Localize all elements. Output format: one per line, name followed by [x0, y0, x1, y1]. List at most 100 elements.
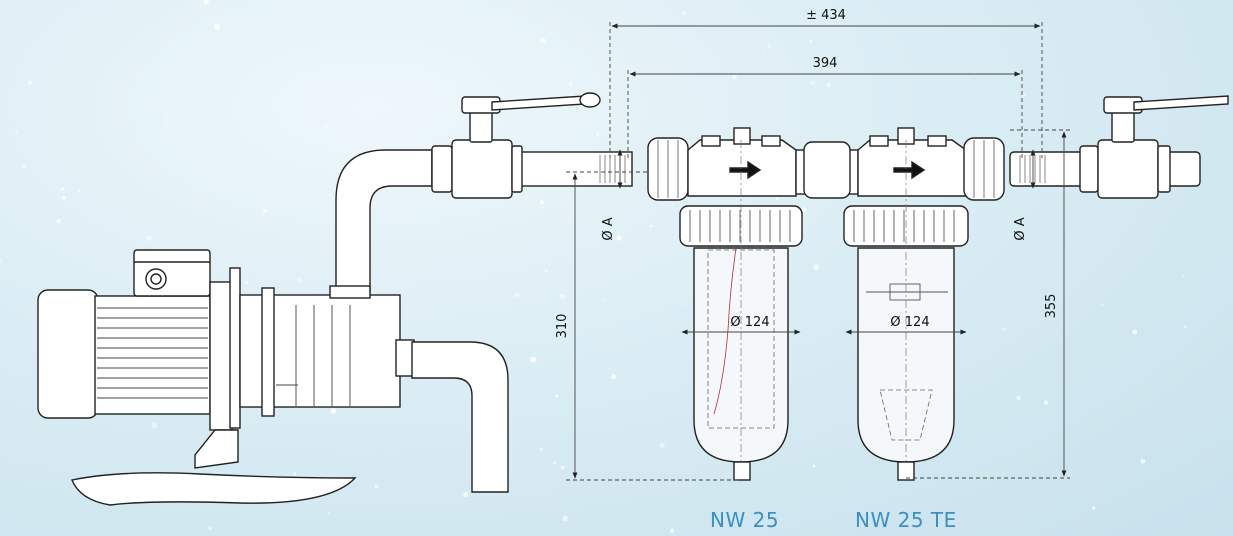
snow-speck	[374, 484, 379, 489]
snow-speck	[463, 491, 469, 497]
snow-speck	[801, 207, 807, 213]
snow-speck	[1132, 329, 1138, 335]
snow-speck	[406, 13, 409, 16]
snow-speck	[763, 52, 765, 55]
snow-speck	[62, 196, 66, 200]
motor-body	[94, 295, 211, 415]
snow-speck	[245, 281, 249, 285]
snow-speck	[514, 292, 520, 298]
snow-speck	[775, 197, 779, 201]
snow-speck	[263, 208, 268, 214]
snow-speck	[603, 299, 606, 302]
snow-speck	[539, 37, 546, 44]
snow-speck	[1043, 400, 1049, 405]
snow-speck	[596, 132, 600, 136]
snow-speck	[810, 80, 815, 85]
snow-speck	[545, 270, 548, 273]
snow-speck	[165, 118, 170, 122]
dim-overall-width: ± 434	[806, 8, 846, 23]
snow-speck	[0, 259, 2, 263]
snow-speck	[146, 235, 152, 242]
snow-speck	[207, 19, 209, 21]
left-ball-valve	[431, 92, 601, 199]
discharge-pipe	[411, 341, 509, 493]
snow-speck	[15, 130, 18, 133]
snow-speck	[56, 218, 62, 224]
snow-speck	[530, 356, 537, 363]
snow-speck	[808, 39, 813, 43]
dim-pipe-diameter-right: Ø A	[1013, 217, 1028, 240]
snow-speck	[61, 187, 65, 191]
snow-speck	[1184, 325, 1188, 328]
snow-speck	[616, 235, 622, 241]
snow-speck	[1016, 396, 1021, 401]
dimension-lines	[566, 22, 1070, 481]
snow-speck	[812, 464, 816, 468]
snow-speck	[323, 124, 328, 130]
snow-speck	[988, 219, 991, 222]
snow-speck	[27, 80, 33, 86]
snow-speck	[328, 511, 330, 514]
snow-speck	[228, 162, 231, 164]
snow-speck	[650, 224, 653, 228]
pump-foot	[194, 429, 239, 469]
snow-speck	[1140, 458, 1146, 464]
snow-speck	[203, 0, 209, 5]
dim-height-nw25te: 355	[1044, 294, 1059, 319]
snow-speck	[540, 200, 544, 205]
pump-assembly	[37, 149, 509, 506]
snow-speck	[588, 221, 591, 224]
dim-connection-width: 394	[813, 56, 838, 71]
snow-speck	[21, 163, 26, 169]
snow-speck	[94, 471, 97, 474]
terminal-box	[133, 249, 211, 297]
filter-coupling	[795, 141, 859, 199]
snow-speck	[559, 293, 566, 300]
snow-speck	[297, 277, 302, 282]
model-label-nw25te: NW 25 TE	[855, 508, 957, 532]
dim-bowl-diameter-1: Ø 124	[730, 315, 769, 330]
snow-speck	[539, 447, 543, 452]
snow-speck	[77, 189, 81, 192]
snow-speck	[497, 117, 501, 122]
filter-nw25te	[843, 127, 1005, 481]
snow-speck	[292, 472, 297, 476]
snow-speck	[208, 526, 212, 531]
filter-nw25	[647, 127, 803, 481]
snow-speck	[669, 528, 675, 533]
model-label-nw25: NW 25	[710, 508, 780, 532]
snow-speck	[611, 374, 617, 380]
snow-speck	[1182, 274, 1184, 277]
snow-speck	[1022, 94, 1026, 98]
snow-speck	[330, 408, 336, 414]
motor-flange	[209, 281, 233, 431]
snow-speck	[151, 422, 158, 429]
snow-speck	[767, 44, 772, 48]
snow-speck	[568, 82, 573, 86]
dim-height-nw25: 310	[555, 314, 570, 339]
flow-arrow-icon	[729, 160, 762, 180]
snow-speck	[555, 394, 559, 398]
ground-base	[71, 472, 357, 506]
dim-bowl-diameter-2: Ø 124	[890, 315, 929, 330]
flow-arrow-icon	[893, 160, 926, 180]
snow-speck	[1101, 303, 1104, 306]
snow-speck	[552, 461, 557, 465]
snow-speck	[607, 26, 611, 30]
snow-speck	[685, 302, 688, 306]
snow-speck	[826, 82, 831, 87]
snow-speck	[813, 264, 819, 271]
dim-pipe-diameter-left: Ø A	[601, 217, 616, 240]
snow-speck	[1091, 506, 1096, 510]
snow-speck	[560, 465, 565, 470]
snow-speck	[214, 23, 221, 30]
snow-speck	[1002, 327, 1007, 332]
motor-end-cap	[37, 289, 99, 419]
snow-speck	[562, 515, 568, 521]
suction-pipe	[335, 149, 433, 293]
snow-speck	[682, 11, 686, 15]
snow-speck	[659, 442, 665, 448]
right-ball-valve	[1079, 95, 1229, 199]
